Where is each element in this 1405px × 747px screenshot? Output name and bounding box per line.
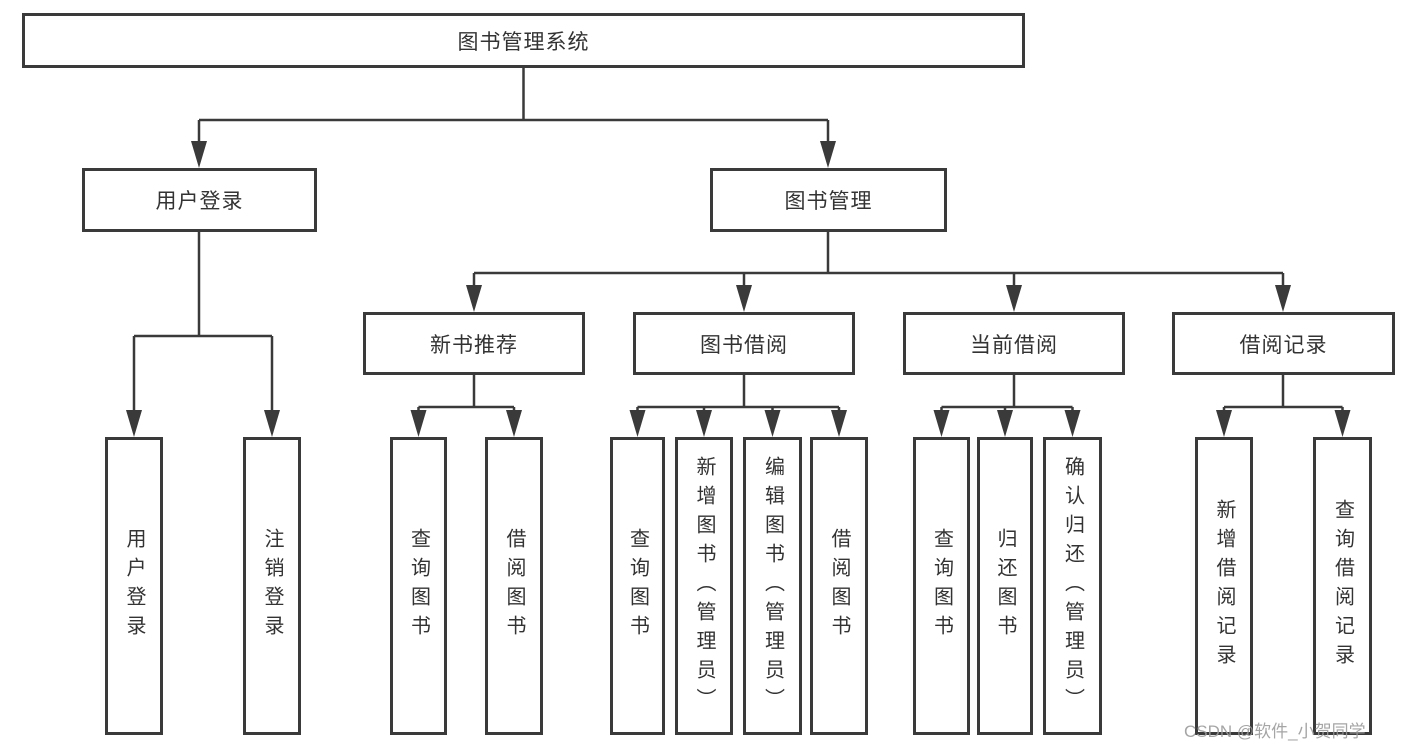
leaf-query-books-borrow-label: 查询图书 [626,528,649,644]
leaf-add-books-admin-label: 新增图书（管理员） [693,455,715,717]
leaf-query-borrow-record: 查询借阅记录 [1313,437,1372,735]
leaf-add-books-admin: 新增图书（管理员） [675,437,733,735]
node-borrowing-records-label: 借阅记录 [1239,333,1328,357]
node-book-borrowing-label: 图书借阅 [700,333,788,357]
leaf-logout-label: 注销登录 [261,528,283,644]
node-book-borrowing: 图书借阅 [633,312,855,375]
node-new-book-recommend: 新书推荐 [363,312,585,375]
leaf-query-books-current-label: 查询图书 [930,528,953,644]
leaf-query-books-recommend-label: 查询图书 [407,528,430,644]
leaf-borrow-books: 借阅图书 [810,437,868,735]
leaf-logout: 注销登录 [243,437,301,735]
node-user-login: 用户登录 [82,168,317,232]
leaf-query-borrow-record-label: 查询借阅记录 [1331,499,1354,673]
node-root: 图书管理系统 [22,13,1025,68]
leaf-edit-books-admin-label: 编辑图书（管理员） [761,455,784,717]
leaf-return-books: 归还图书 [977,437,1033,735]
leaf-borrow-books-label: 借阅图书 [828,528,850,644]
leaf-add-borrow-record: 新增借阅记录 [1195,437,1253,735]
leaf-query-books-current: 查询图书 [913,437,970,735]
leaf-borrow-books-recommend-label: 借阅图书 [503,528,525,644]
leaf-user-login: 用户登录 [105,437,163,735]
leaf-return-books-label: 归还图书 [994,528,1016,644]
csdn-watermark: CSDN @软件_小贺同学 [1184,722,1366,741]
node-user-login-label: 用户登录 [155,190,244,213]
node-book-management: 图书管理 [710,168,947,232]
leaf-query-books-borrow: 查询图书 [610,437,665,735]
node-root-label: 图书管理系统 [457,30,590,54]
node-current-borrowing-label: 当前借阅 [970,333,1058,357]
leaf-add-borrow-record-label: 新增借阅记录 [1213,499,1235,673]
node-book-management-label: 图书管理 [784,190,873,213]
leaf-user-login-label: 用户登录 [123,528,145,644]
node-current-borrowing: 当前借阅 [903,312,1125,375]
leaf-confirm-return-admin: 确认归还（管理员） [1043,437,1102,735]
leaf-query-books-recommend: 查询图书 [390,437,447,735]
leaf-edit-books-admin: 编辑图书（管理员） [743,437,802,735]
node-borrowing-records: 借阅记录 [1172,312,1395,375]
leaf-confirm-return-admin-label: 确认归还（管理员） [1061,455,1084,717]
leaf-borrow-books-recommend: 借阅图书 [485,437,543,735]
arrowheads [126,141,1351,437]
node-new-book-recommend-label: 新书推荐 [430,333,518,357]
